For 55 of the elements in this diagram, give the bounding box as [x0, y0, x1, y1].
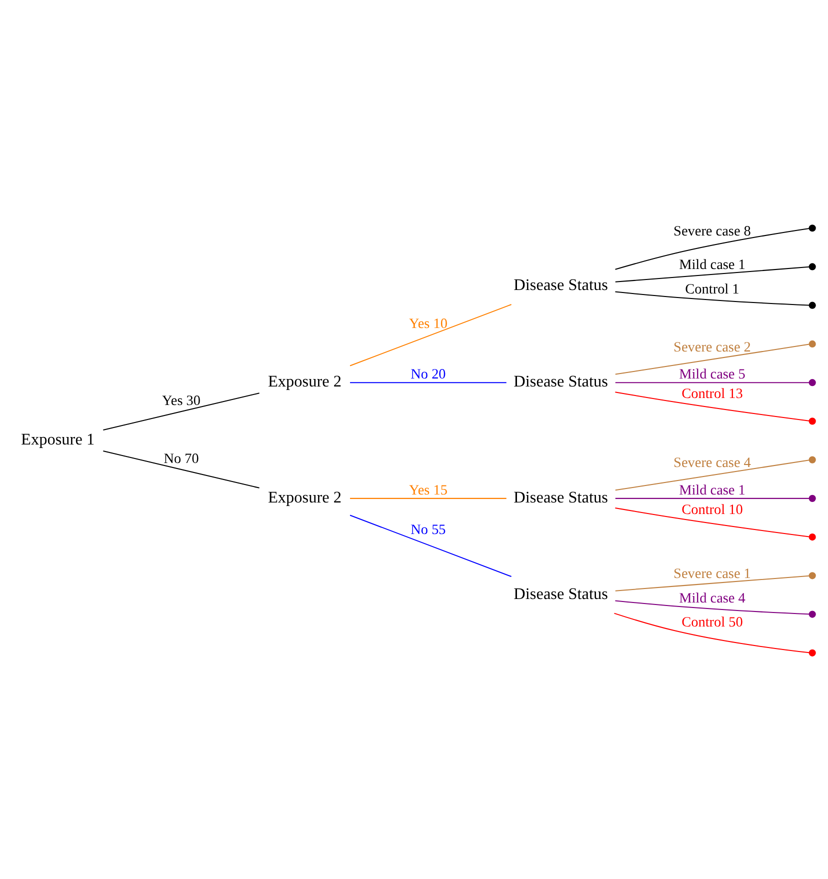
connector — [350, 514, 512, 576]
connector — [615, 506, 810, 537]
connector — [103, 450, 260, 488]
connector — [615, 459, 810, 490]
connector — [350, 382, 506, 383]
edge-label: Yes 30 — [162, 392, 201, 409]
node-circle — [808, 456, 816, 463]
connector — [615, 391, 810, 421]
connector — [350, 497, 506, 498]
node-text: Exposure 2 — [268, 372, 342, 390]
node-circle — [808, 610, 816, 618]
connector — [615, 497, 810, 498]
node-text: Disease Status — [514, 372, 608, 390]
connector — [615, 343, 810, 374]
edge-label: Mild case 1 — [679, 482, 746, 498]
node-circle — [808, 648, 816, 656]
connector — [614, 612, 810, 653]
connector — [615, 266, 810, 282]
node-circle — [808, 494, 816, 502]
edge-label: Severe case 8 — [674, 222, 751, 239]
edge-label: Control 13 — [682, 386, 743, 402]
node-text: Exposure 1 — [21, 430, 95, 448]
edge-label: Control 50 — [682, 614, 743, 630]
edge-label: Severe case 4 — [674, 454, 751, 471]
edge-label: Severe case 2 — [674, 338, 751, 355]
connector — [615, 227, 810, 270]
node-circle — [808, 532, 816, 540]
node-circle — [808, 224, 816, 232]
node-circle — [808, 340, 816, 348]
connector — [615, 600, 810, 614]
edge-label: No 20 — [410, 366, 446, 382]
edge-label: Mild case 1 — [679, 256, 746, 272]
node-text: Disease Status — [514, 488, 608, 506]
edge-label: Severe case 1 — [674, 565, 751, 582]
node-circle — [808, 378, 816, 386]
node-text: Exposure 2 — [268, 488, 342, 506]
edge-label: Mild case 4 — [679, 590, 746, 606]
connector — [615, 290, 810, 306]
edge-label: Control 1 — [685, 280, 740, 297]
node-circle — [808, 417, 816, 424]
node-circle — [808, 301, 816, 308]
edge-label: Mild case 5 — [679, 366, 746, 382]
edge-label: No 70 — [164, 450, 199, 467]
edge-label: Yes 10 — [408, 315, 448, 332]
connector — [615, 382, 810, 383]
connector — [615, 574, 810, 591]
node-circle — [808, 572, 816, 579]
node-circle — [808, 262, 816, 270]
edge-label: Control 10 — [682, 501, 743, 518]
connector — [350, 304, 512, 366]
edge-label: Yes 15 — [408, 482, 448, 498]
connector — [103, 392, 260, 430]
node-text: Disease Status — [514, 275, 608, 294]
edge-label: No 55 — [410, 522, 446, 538]
node-text: Disease Status — [514, 584, 608, 602]
